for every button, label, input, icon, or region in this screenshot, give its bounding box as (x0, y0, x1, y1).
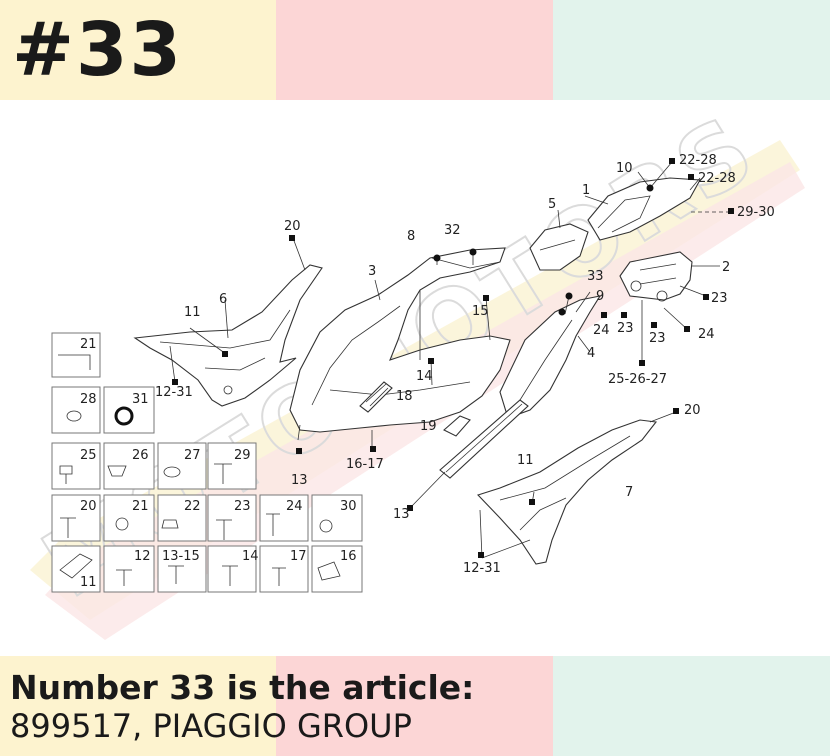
callout-markers (172, 158, 734, 558)
washer-icon (66, 410, 82, 422)
washer-icon (163, 466, 181, 478)
svg-text:33: 33 (587, 269, 604, 284)
bolt-icon (59, 465, 73, 484)
svg-text:24: 24 (593, 323, 610, 338)
svg-text:12: 12 (134, 549, 151, 564)
screw-icon (214, 463, 232, 484)
part-4-rear-fairing (499, 295, 602, 419)
part-19-clip (443, 415, 471, 437)
bottom-color-band (0, 656, 830, 756)
clip-icon (317, 561, 341, 581)
part-7-right-fairing (476, 419, 658, 565)
callout-numbers: 20 6 11 12-31 3 8 32 15 14 18 19 16-17 1… (155, 153, 775, 576)
allen-key-icon (58, 354, 91, 370)
svg-text:31: 31 (132, 392, 149, 407)
svg-text:17: 17 (290, 549, 307, 564)
svg-text:11: 11 (517, 453, 534, 468)
svg-text:4: 4 (587, 346, 595, 361)
svg-text:22-28: 22-28 (679, 153, 717, 168)
svg-text:19: 19 (420, 419, 437, 434)
clip-nut-icon (107, 465, 127, 477)
svg-text:29: 29 (234, 448, 251, 463)
svg-text:10: 10 (616, 161, 633, 176)
svg-text:24: 24 (286, 499, 303, 514)
screw-icon (60, 517, 76, 538)
svg-text:13: 13 (291, 473, 308, 488)
svg-text:11: 11 (184, 305, 201, 320)
svg-text:14: 14 (242, 549, 259, 564)
svg-text:22-28: 22-28 (698, 171, 736, 186)
part-1-tail-cover (587, 177, 701, 241)
svg-text:13-15: 13-15 (162, 549, 200, 564)
svg-text:20: 20 (80, 499, 97, 514)
hardware-legend-labels: 21 28 31 25 26 27 29 20 21 22 23 24 30 1… (80, 337, 357, 590)
svg-text:2: 2 (722, 260, 730, 275)
washer-icon (115, 517, 129, 531)
svg-text:25-26-27: 25-26-27 (608, 372, 667, 387)
svg-text:5: 5 (548, 197, 556, 212)
svg-text:23: 23 (234, 499, 251, 514)
svg-text:26: 26 (132, 448, 149, 463)
svg-text:15: 15 (472, 304, 489, 319)
svg-text:8: 8 (407, 229, 415, 244)
rivet-icon (266, 513, 280, 536)
screw-icon (168, 565, 184, 584)
svg-text:3: 3 (368, 264, 376, 279)
pad-icon (59, 553, 93, 579)
svg-text:21: 21 (132, 499, 149, 514)
svg-text:16-17: 16-17 (346, 457, 384, 472)
svg-text:23: 23 (649, 331, 666, 346)
nut-icon (161, 519, 179, 529)
exploded-parts-diagram: MOTOMOTORS (24, 100, 805, 640)
part-5-seat-pad (529, 223, 589, 271)
part-2-bracket (619, 251, 693, 302)
screw-icon (216, 519, 232, 540)
screw-icon (272, 567, 286, 586)
article-number-brand: 899517, PIAGGIO GROUP (10, 707, 412, 745)
svg-text:25: 25 (80, 448, 97, 463)
svg-text:7: 7 (625, 485, 633, 500)
svg-text:29-30: 29-30 (737, 205, 775, 220)
svg-text:13: 13 (393, 507, 410, 522)
o-ring-icon (114, 406, 134, 426)
svg-text:27: 27 (184, 448, 201, 463)
svg-text:14: 14 (416, 369, 433, 384)
svg-text:22: 22 (184, 499, 201, 514)
svg-text:18: 18 (396, 389, 413, 404)
svg-text:12-31: 12-31 (463, 561, 501, 576)
part-13-lower-strip (439, 399, 529, 479)
screw-icon (116, 569, 132, 586)
washer-icon (319, 519, 333, 533)
svg-text:21: 21 (80, 337, 97, 352)
svg-text:23: 23 (617, 321, 634, 336)
screw-icon (222, 565, 238, 586)
svg-text:32: 32 (444, 223, 461, 238)
svg-text:20: 20 (284, 219, 301, 234)
svg-text:12-31: 12-31 (155, 385, 193, 400)
svg-text:6: 6 (219, 292, 227, 307)
svg-text:20: 20 (684, 403, 701, 418)
svg-text:9: 9 (596, 289, 604, 304)
svg-text:11: 11 (80, 575, 97, 590)
part-3-main-frame (289, 247, 511, 433)
top-color-band (0, 0, 830, 100)
svg-text:16: 16 (340, 549, 357, 564)
svg-text:23: 23 (711, 291, 728, 306)
part-18-grille (359, 381, 393, 413)
svg-text:1: 1 (582, 183, 590, 198)
hardware-legend (51, 332, 363, 593)
svg-text:30: 30 (340, 499, 357, 514)
svg-text:24: 24 (698, 327, 715, 342)
article-caption: Number 33 is the article: (10, 668, 475, 707)
part-6-left-fairing (133, 264, 323, 407)
svg-text:28: 28 (80, 392, 97, 407)
part-number-title: #33 (12, 7, 183, 93)
